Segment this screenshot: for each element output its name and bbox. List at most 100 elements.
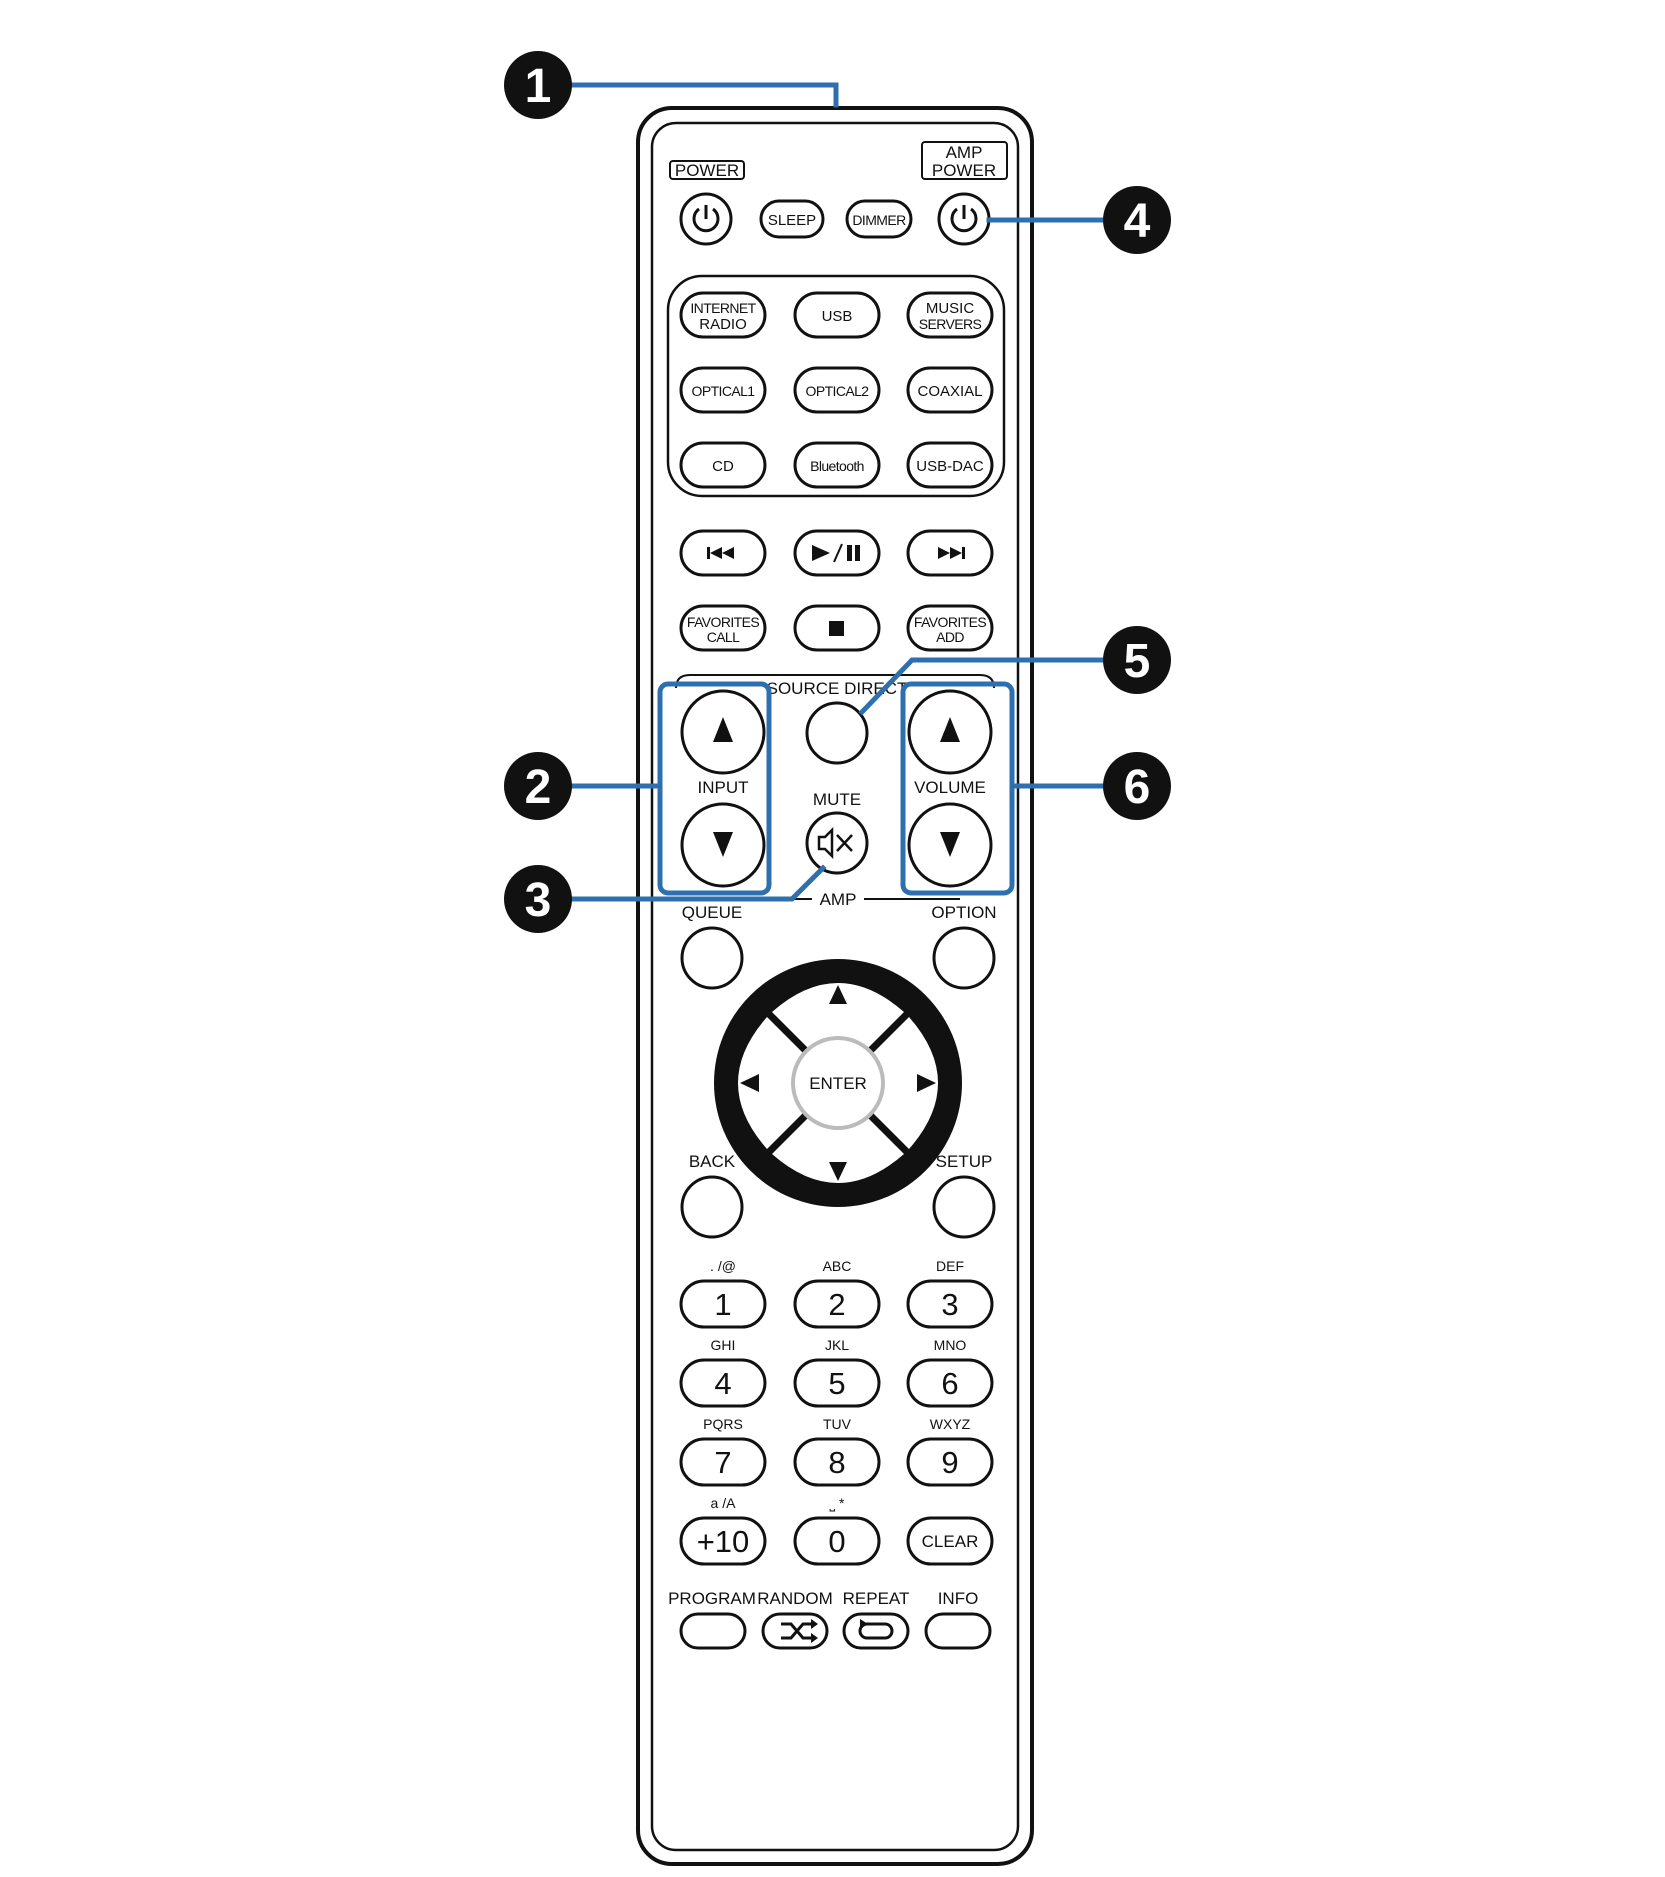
key-0[interactable]: ⎵ *0 [793,1495,881,1566]
cd-button[interactable]: CD [679,441,767,489]
svg-text:a /A: a /A [711,1495,737,1511]
program-button[interactable] [679,1612,747,1650]
optical1-button[interactable]: OPTICAL1 [679,366,767,414]
mute-label: MUTE [813,790,861,809]
triangle-up-icon [940,717,960,742]
back-label: BACK [689,1152,736,1171]
key-plus10[interactable]: a /A +10 [679,1495,767,1566]
triangle-right-icon [917,1074,936,1092]
svg-text:SERVERS: SERVERS [919,316,982,332]
cursor-up-button[interactable] [772,983,904,1050]
info-button[interactable] [924,1612,992,1650]
volume-label: VOLUME [914,778,986,797]
svg-text:DEF: DEF [936,1258,964,1274]
svg-text:0: 0 [828,1524,845,1559]
svg-text:ENTER: ENTER [809,1074,867,1093]
svg-text:1: 1 [525,60,552,113]
svg-text:4: 4 [1124,195,1151,248]
clear-button[interactable]: CLEAR [906,1516,994,1566]
svg-text:5: 5 [1124,635,1151,688]
repeat-icon [858,1622,894,1640]
svg-text:FAVORITES: FAVORITES [687,614,759,630]
volume-up-button[interactable] [907,689,993,775]
queue-button[interactable] [680,926,744,990]
mute-button[interactable] [805,811,869,875]
svg-text:3: 3 [941,1287,958,1322]
internet-radio-button[interactable]: INTERNET RADIO [679,291,767,339]
back-button[interactable] [680,1175,744,1239]
stop-button[interactable] [793,604,881,652]
svg-text:9: 9 [941,1445,958,1480]
enter-button[interactable]: ENTER [791,1036,885,1130]
remote-body-inner [650,121,1020,1852]
callout-2: 2 [504,752,572,820]
callout-line-3 [535,864,827,902]
key-1[interactable]: . /@1 [679,1258,767,1329]
bluetooth-button[interactable]: Bluetooth [793,441,881,489]
usb-button[interactable]: USB [793,291,881,339]
svg-text:CLEAR: CLEAR [922,1532,979,1551]
svg-text:5: 5 [828,1366,845,1401]
svg-text:6: 6 [1124,761,1151,814]
program-label: PROGRAM [668,1589,756,1608]
source-group-frame [666,274,1006,498]
amp-power-button[interactable] [937,192,991,246]
input-up-button[interactable] [680,689,766,775]
dimmer-button[interactable]: DIMMER [845,199,913,239]
setup-button[interactable] [932,1175,996,1239]
svg-text:3: 3 [525,874,552,927]
repeat-button[interactable] [842,1612,910,1650]
svg-text:ADD: ADD [936,629,964,645]
shuffle-icon [781,1622,811,1640]
key-3[interactable]: DEF 3 [906,1258,994,1329]
repeat-label: REPEAT [843,1589,910,1608]
usb-dac-button[interactable]: USB-DAC [906,441,994,489]
coaxial-button[interactable]: COAXIAL [906,366,994,414]
random-button[interactable] [761,1612,829,1650]
svg-text:FAVORITES: FAVORITES [914,614,986,630]
power-button[interactable] [679,192,733,246]
svg-text:4: 4 [714,1366,731,1401]
svg-text:Bluetooth: Bluetooth [810,458,864,474]
play-pause-button[interactable] [793,529,881,577]
svg-text:MUSIC: MUSIC [926,300,975,317]
power-icon [950,207,978,233]
triangle-left-icon [740,1074,759,1092]
svg-text:MNO: MNO [934,1337,967,1353]
cursor-right-button[interactable] [871,1017,938,1149]
amp-power-label-line1: AMP [946,143,983,162]
skip-forward-button[interactable] [906,529,994,577]
cursor-left-button[interactable] [738,1017,805,1149]
svg-text:8: 8 [828,1445,845,1480]
volume-down-button[interactable] [907,802,993,888]
svg-text:2: 2 [525,761,552,814]
triangle-up-icon [713,717,733,742]
amp-power-label-line2: POWER [932,161,996,180]
skip-back-button[interactable] [679,529,767,577]
svg-text:COAXIAL: COAXIAL [917,383,982,400]
optical2-button[interactable]: OPTICAL2 [793,366,881,414]
svg-text:DIMMER: DIMMER [852,212,906,228]
svg-text:+10: +10 [697,1524,750,1559]
favorites-add-button[interactable]: FAVORITES ADD [906,604,994,652]
favorites-call-button[interactable]: FAVORITES CALL [679,604,767,652]
triangle-down-icon [940,832,960,857]
skip-back-icon [707,547,734,559]
music-servers-button[interactable]: MUSIC SERVERS [906,291,994,339]
option-button[interactable] [932,926,996,990]
input-down-button[interactable] [680,802,766,888]
svg-text:1: 1 [714,1287,731,1322]
cursor-down-button[interactable] [772,1116,904,1183]
speaker-mute-icon [817,826,853,860]
svg-text:OPTICAL1: OPTICAL1 [692,383,756,399]
source-direct-button[interactable] [805,701,869,765]
skip-forward-icon [938,547,965,559]
sleep-button[interactable]: SLEEP [759,199,825,239]
